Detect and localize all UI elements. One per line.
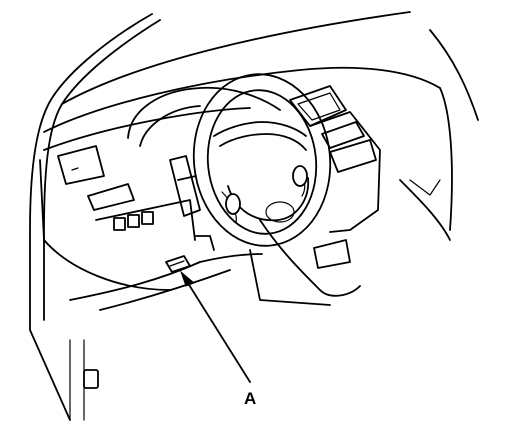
left-dash-panel xyxy=(39,145,196,291)
switch-3 xyxy=(141,211,154,225)
left-air-vent xyxy=(57,145,105,185)
callout-a-label: A xyxy=(244,389,256,408)
a-pillar xyxy=(29,13,161,421)
climate-control-panel xyxy=(329,139,377,173)
wheel-button-left xyxy=(225,193,241,215)
center-display xyxy=(289,85,347,127)
dashboard-top xyxy=(43,66,453,241)
mirror-switch xyxy=(113,217,126,231)
switch-2 xyxy=(127,214,140,228)
steering-wheel xyxy=(192,73,332,247)
callout-a: A xyxy=(179,270,256,408)
wheel-button-right xyxy=(292,165,308,187)
center-stack xyxy=(249,111,381,306)
steering-column xyxy=(169,155,215,251)
dash-switch-panel xyxy=(87,183,135,211)
horn-pad xyxy=(265,201,295,223)
door-switch xyxy=(83,369,99,389)
instrument-cluster xyxy=(127,86,281,147)
console-vent xyxy=(313,239,351,269)
windshield-edge xyxy=(61,11,479,121)
data-link-connector xyxy=(165,255,191,273)
